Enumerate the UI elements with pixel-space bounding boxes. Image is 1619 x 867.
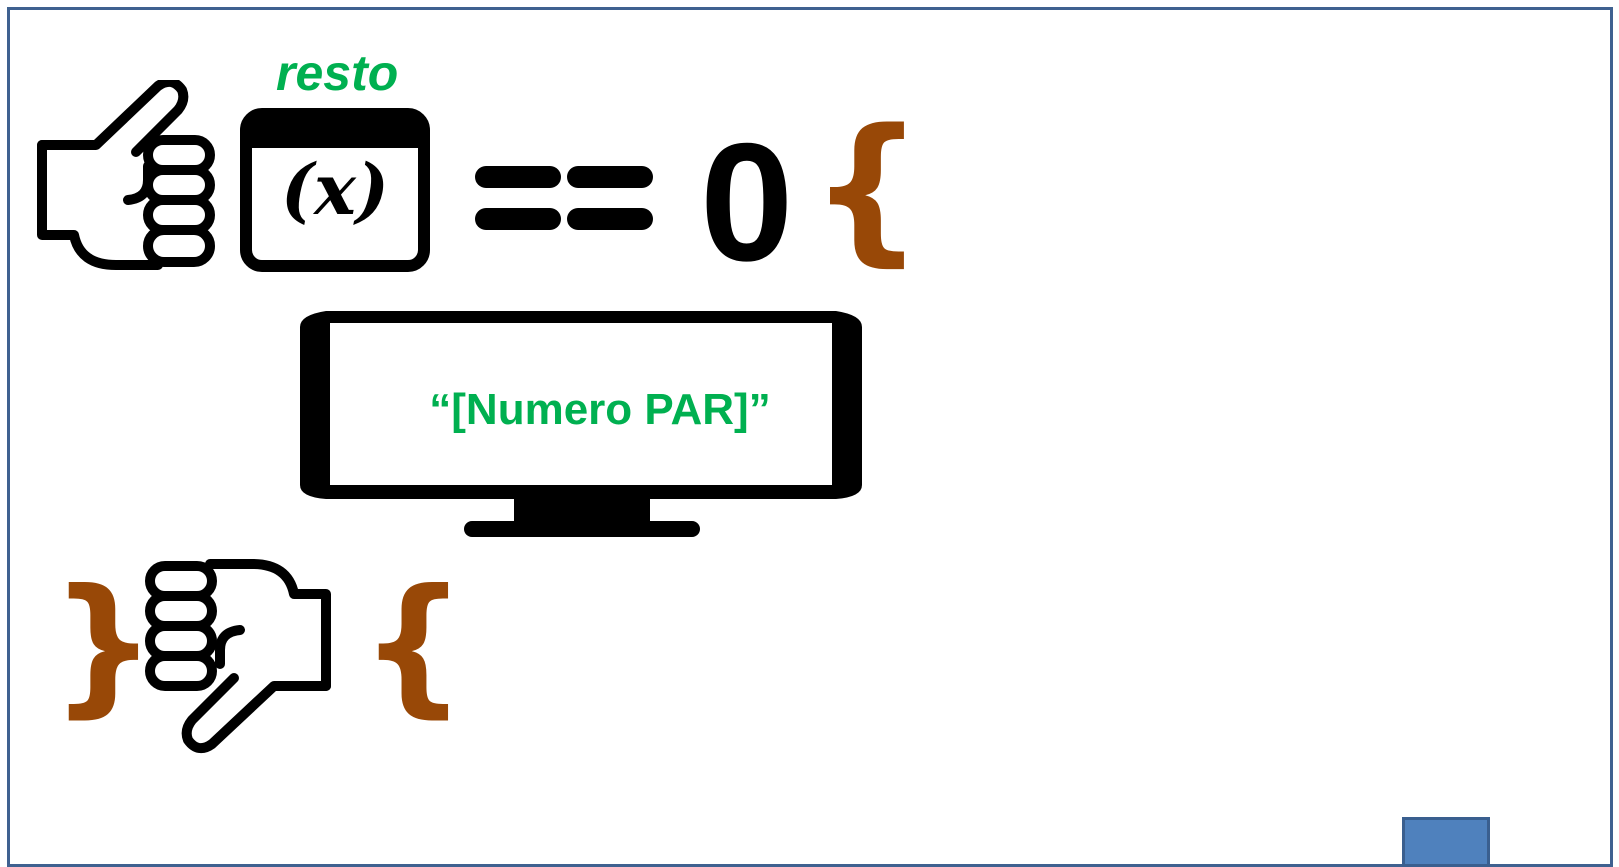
function-argument: (x) [281, 148, 389, 231]
equality-operator-text: == [475, 166, 476, 167]
open-brace-if: { [810, 94, 924, 281]
comparison-value: 0 [700, 108, 794, 296]
open-brace-else: { [360, 558, 467, 732]
function-window-icon [240, 108, 430, 272]
corner-box [1402, 817, 1490, 867]
monitor-icon [300, 311, 862, 537]
function-label: resto [276, 45, 399, 101]
close-brace-if: } [50, 558, 157, 732]
thumbs-down-icon [145, 559, 331, 754]
monitor-output-text: “[Numero PAR]” [429, 385, 771, 434]
thumbs-up-icon [37, 80, 215, 270]
equality-operator [475, 166, 653, 230]
